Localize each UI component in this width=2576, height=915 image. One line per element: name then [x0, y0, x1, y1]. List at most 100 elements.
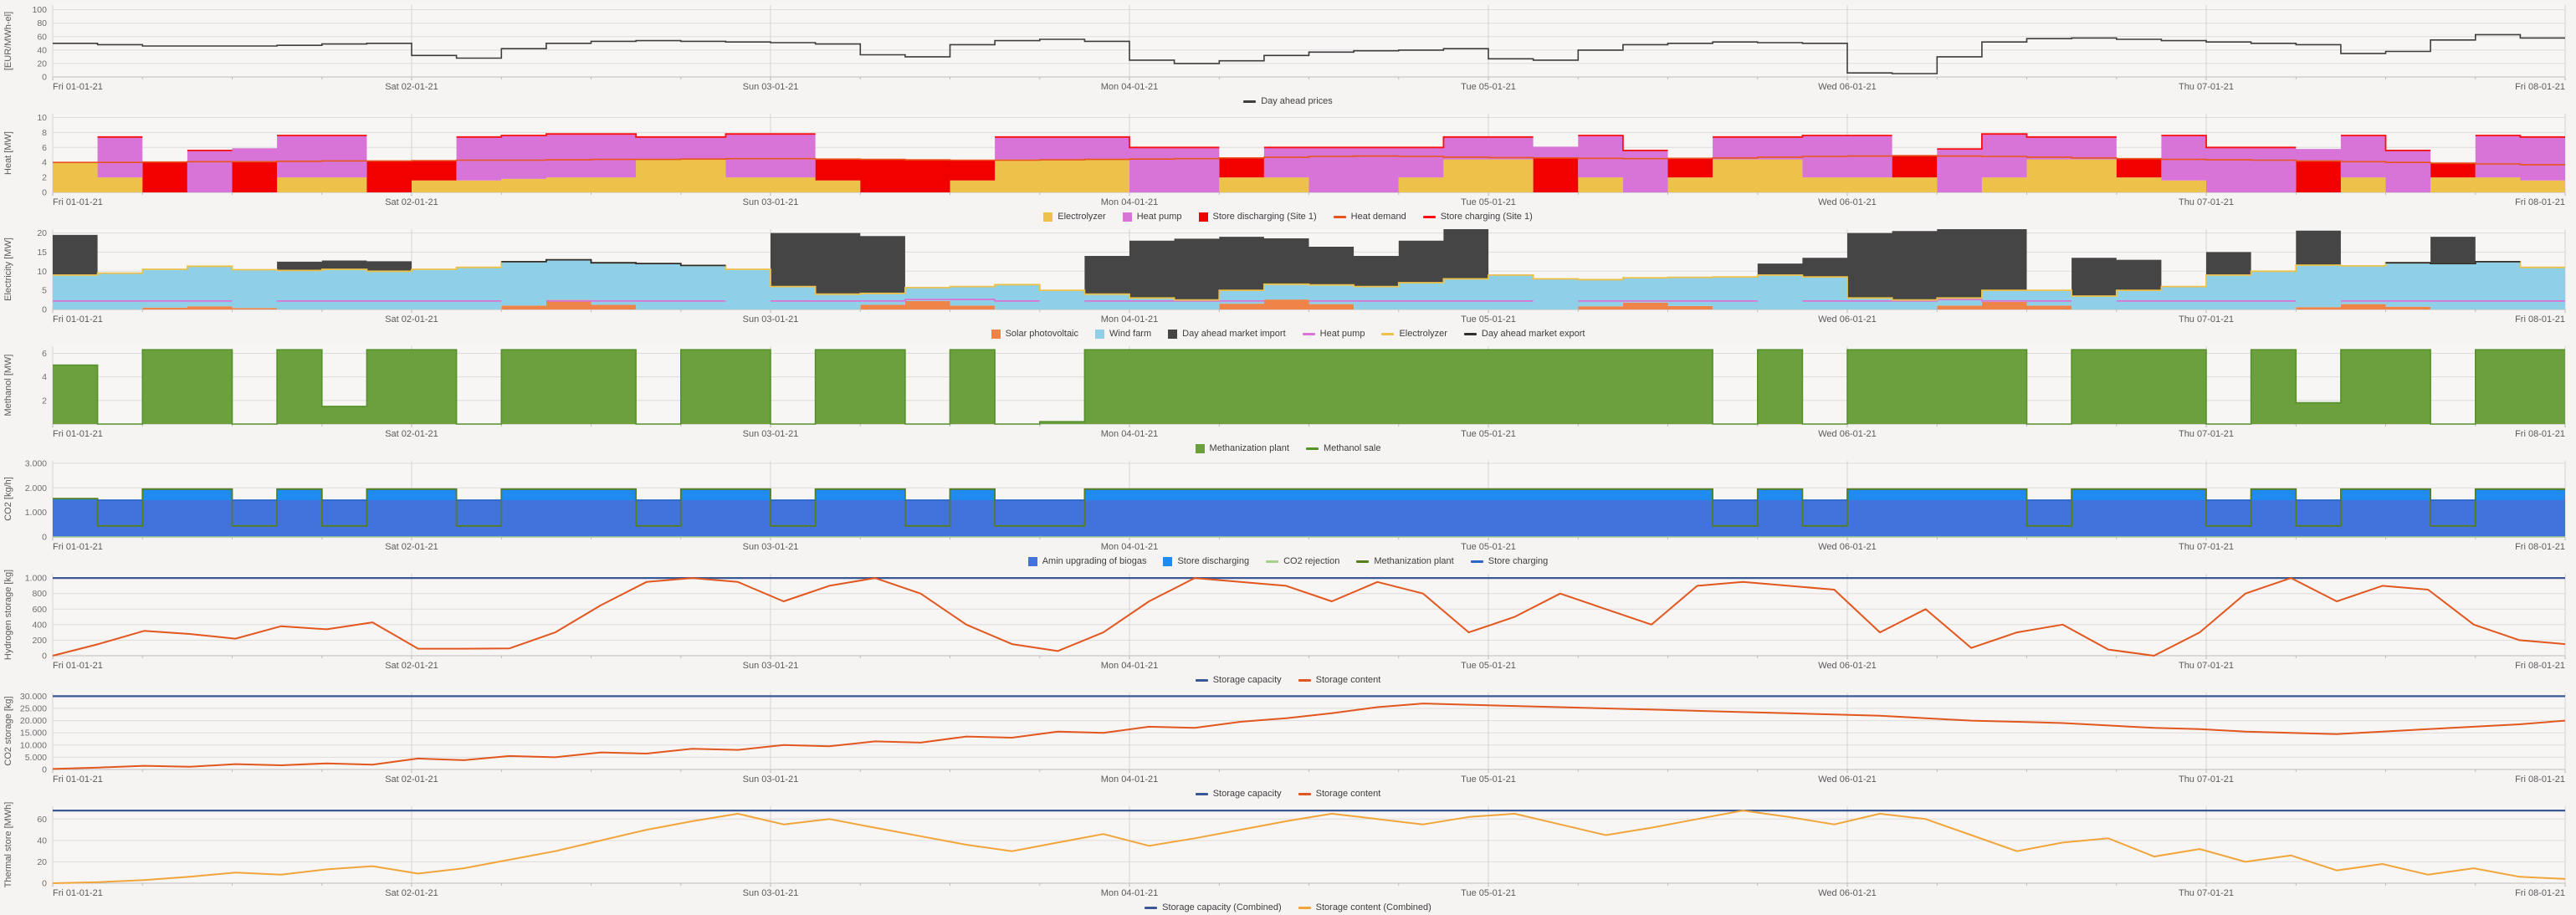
svg-text:3.000: 3.000 [25, 458, 47, 468]
svg-text:15.000: 15.000 [20, 728, 47, 739]
legend-label: Storage content (Combined) [1315, 902, 1431, 912]
x-tick-label: Wed 06-01-21 [1818, 888, 1877, 898]
x-tick-label: Mon 04-01-21 [1101, 542, 1159, 552]
legend-item: Heat pump [1122, 212, 1182, 222]
svg-text:4: 4 [42, 372, 47, 382]
thermal-store-legend: Storage capacity (Combined)Storage conte… [0, 900, 2576, 915]
legend-swatch-square [1043, 212, 1053, 222]
legend-label: Amin upgrading of biogas [1042, 556, 1147, 566]
x-tick-label: Thu 07-01-21 [2179, 774, 2234, 785]
legend-item: Methanization plant [1195, 443, 1289, 453]
legend-item: Storage content (Combined) [1298, 902, 1431, 912]
svg-text:400: 400 [32, 620, 47, 630]
x-tick-label: Mon 04-01-21 [1101, 197, 1159, 207]
svg-text:0: 0 [42, 73, 47, 83]
x-tick-label: Sun 03-01-21 [743, 888, 799, 898]
legend-swatch-line [1195, 792, 1208, 795]
svg-text:25.000: 25.000 [20, 704, 47, 714]
legend-swatch-line [1463, 332, 1477, 335]
x-tick-label: Fri 01-01-21 [53, 888, 103, 898]
x-tick-label: Sun 03-01-21 [743, 542, 799, 552]
legend-item: Day ahead market export [1463, 329, 1585, 339]
legend-label: Heat pump [1136, 212, 1182, 222]
x-tick-label: Tue 05-01-21 [1461, 429, 1516, 439]
svg-text:60: 60 [37, 815, 47, 825]
legend-swatch-line [1195, 678, 1208, 682]
y-axis-label: Thermal store [MWh] [3, 802, 13, 888]
prices-legend: Day ahead prices [0, 94, 2576, 109]
legend-item: Store discharging (Site 1) [1198, 212, 1317, 222]
svg-text:1.000: 1.000 [25, 574, 47, 584]
legend-swatch-square [991, 329, 1001, 339]
x-tick-label: Tue 05-01-21 [1461, 661, 1516, 671]
x-tick-label: Sun 03-01-21 [743, 82, 799, 92]
x-tick-label: Fri 01-01-21 [53, 542, 103, 552]
legend-item: Storage capacity [1195, 789, 1282, 799]
legend-label: Storage content [1315, 675, 1381, 685]
x-tick-label: Fri 08-01-21 [2515, 888, 2565, 898]
svg-text:800: 800 [32, 589, 47, 599]
legend-item: Store discharging [1163, 556, 1249, 566]
svg-text:0: 0 [42, 188, 47, 198]
x-tick-label: Sun 03-01-21 [743, 197, 799, 207]
x-tick-label: Sat 02-01-21 [385, 429, 438, 439]
legend-swatch-square [1168, 329, 1178, 339]
svg-text:15: 15 [37, 248, 47, 258]
x-tick-label: Wed 06-01-21 [1818, 774, 1877, 785]
svg-text:20: 20 [37, 228, 47, 238]
legend-swatch-line [1298, 678, 1311, 682]
x-tick-label: Sat 02-01-21 [385, 314, 438, 325]
x-tick-label: Fri 01-01-21 [53, 429, 103, 439]
x-tick-label: Wed 06-01-21 [1818, 82, 1877, 92]
x-tick-label: Fri 01-01-21 [53, 197, 103, 207]
svg-text:20.000: 20.000 [20, 716, 47, 726]
x-tick-label: Sat 02-01-21 [385, 661, 438, 671]
svg-text:40: 40 [37, 45, 47, 55]
x-tick-label: Wed 06-01-21 [1818, 314, 1877, 325]
x-tick-label: Thu 07-01-21 [2179, 661, 2234, 671]
legend-swatch-square [1095, 329, 1105, 339]
legend-label: Store discharging (Site 1) [1212, 212, 1317, 222]
svg-text:40: 40 [37, 836, 47, 846]
x-tick-label: Thu 07-01-21 [2179, 888, 2234, 898]
legend-label: Methanization plant [1374, 556, 1454, 566]
x-tick-label: Wed 06-01-21 [1818, 542, 1877, 552]
legend-item: Methanization plant [1356, 556, 1454, 566]
x-tick-label: Sun 03-01-21 [743, 314, 799, 325]
x-tick-label: Mon 04-01-21 [1101, 429, 1159, 439]
x-tick-label: Fri 08-01-21 [2515, 82, 2565, 92]
legend-swatch-line [1381, 332, 1395, 335]
x-tick-label: Tue 05-01-21 [1461, 542, 1516, 552]
x-tick-label: Thu 07-01-21 [2179, 197, 2234, 207]
legend-item: Heat demand [1333, 212, 1406, 222]
legend-swatch-square [1198, 212, 1208, 222]
legend-swatch-line [1298, 792, 1311, 795]
svg-text:8: 8 [42, 128, 47, 138]
legend-item: CO2 rejection [1266, 556, 1339, 566]
legend-label: Heat pump [1319, 329, 1365, 339]
legend-label: Heat demand [1350, 212, 1406, 222]
y-axis-label: CO2 storage [kg] [3, 696, 13, 765]
x-tick-label: Tue 05-01-21 [1461, 197, 1516, 207]
legend-item: Electrolyzer [1043, 212, 1106, 222]
svg-text:10: 10 [37, 113, 47, 123]
x-tick-label: Mon 04-01-21 [1101, 82, 1159, 92]
x-tick-label: Wed 06-01-21 [1818, 429, 1877, 439]
legend-label: Store charging (Site 1) [1440, 212, 1533, 222]
x-tick-label: Mon 04-01-21 [1101, 661, 1159, 671]
x-tick-label: Tue 05-01-21 [1461, 82, 1516, 92]
co2-storage-plot: 05.00010.00015.00020.00025.00030.000Fri … [3, 692, 2566, 785]
y-axis-label: CO2 [kg/h] [3, 477, 13, 521]
x-tick-label: Mon 04-01-21 [1101, 888, 1159, 898]
x-tick-label: Thu 07-01-21 [2179, 429, 2234, 439]
